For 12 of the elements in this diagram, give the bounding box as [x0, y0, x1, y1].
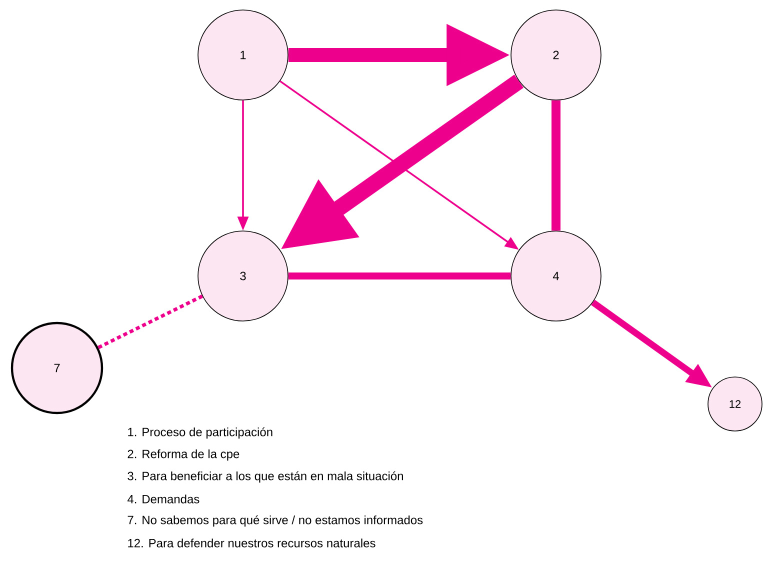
- legend-item: 4. Demandas: [128, 494, 200, 504]
- legend-item: 12. Para defender nuestros recursos naturales: [128, 538, 376, 548]
- circle-node: 1: [198, 10, 288, 100]
- legend-item: 2. Reforma de la cpe: [128, 449, 240, 461]
- legend-item: 3. Para beneficiar a los que están en mala situación: [128, 471, 403, 483]
- circle-node: 2: [510, 10, 602, 100]
- legend-item: 1. Proceso de participación: [128, 427, 272, 439]
- legend-item: 7. No sabemos para qué sirve / no estamos informados: [128, 515, 423, 527]
- circle-node: 4: [510, 230, 602, 322]
- circle-node: 3: [198, 230, 288, 322]
- circle-node: 7: [10, 322, 104, 414]
- circle-node: 12: [708, 376, 762, 432]
